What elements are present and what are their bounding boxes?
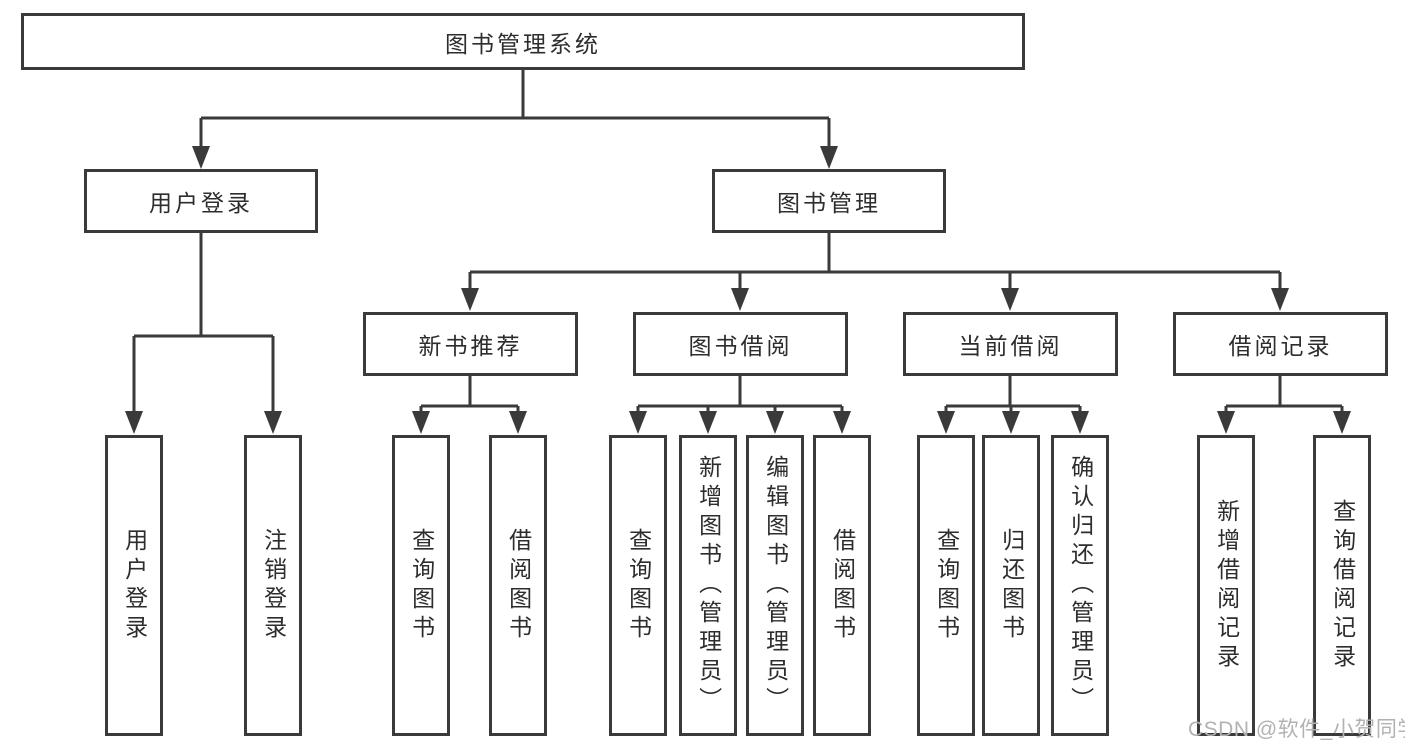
arrowhead: [412, 411, 430, 434]
arrowhead: [699, 411, 717, 434]
node-label: 查询图书: [408, 527, 435, 644]
node-label: 借阅图书: [505, 527, 532, 644]
leaf-logout: 注销登录: [244, 435, 302, 736]
node-user-login: 用户登录: [84, 169, 318, 233]
node-label: 新增借阅记录: [1213, 498, 1240, 673]
arrowhead: [833, 411, 851, 434]
node-current-borrow: 当前借阅: [903, 312, 1118, 376]
leaf-confirm-return-admin: 确认归还（管理员）: [1051, 435, 1109, 736]
arrowhead: [1071, 411, 1089, 434]
arrowhead: [820, 146, 838, 169]
arrowheads: [125, 146, 1351, 434]
arrowhead: [1002, 411, 1020, 434]
node-label: 查询借阅记录: [1329, 498, 1356, 673]
node-label: 借阅图书: [829, 527, 856, 644]
leaf-add-borrow-record: 新增借阅记录: [1197, 435, 1255, 736]
leaf-recommend-query-books: 查询图书: [392, 435, 450, 736]
node-label: 当前借阅: [958, 333, 1063, 359]
node-label: 查询图书: [933, 527, 960, 644]
leaf-edit-books-admin: 编辑图书（管理员）: [746, 435, 804, 736]
node-label: 新增图书（管理员）: [695, 455, 722, 716]
arrowhead: [1271, 288, 1289, 311]
leaf-current-query-books: 查询图书: [917, 435, 975, 736]
arrowhead: [125, 411, 143, 434]
node-label: 编辑图书（管理员）: [762, 455, 789, 716]
leaf-return-books: 归还图书: [982, 435, 1040, 736]
node-label: 用户登录: [121, 527, 148, 644]
arrowhead: [461, 288, 479, 311]
node-label: 图书管理系统: [445, 30, 601, 57]
node-library-system: 图书管理系统: [21, 13, 1025, 70]
node-label: 归还图书: [998, 527, 1025, 644]
arrowhead: [1217, 411, 1235, 434]
arrowhead: [766, 411, 784, 434]
arrowhead: [192, 146, 210, 169]
leaf-query-borrow-record: 查询借阅记录: [1313, 435, 1371, 736]
node-label: 图书管理: [777, 190, 881, 216]
node-book-management: 图书管理: [712, 169, 946, 233]
arrowhead: [1001, 288, 1019, 311]
node-label: 查询图书: [625, 527, 652, 644]
node-label: 图书借阅: [688, 333, 793, 359]
arrowhead: [264, 411, 282, 434]
leaf-add-books-admin: 新增图书（管理员）: [679, 435, 737, 736]
arrowhead: [629, 411, 647, 434]
node-label: 借阅记录: [1228, 333, 1333, 359]
arrowhead: [1333, 411, 1351, 434]
leaf-recommend-borrow-books: 借阅图书: [489, 435, 547, 736]
arrowhead: [509, 411, 527, 434]
arrowhead: [731, 288, 749, 311]
leaf-borrow-query-books: 查询图书: [609, 435, 667, 736]
node-label: 确认归还（管理员）: [1067, 455, 1094, 716]
connector-path: [132, 69, 1344, 413]
node-label: 注销登录: [260, 527, 287, 644]
node-borrow-records: 借阅记录: [1173, 312, 1388, 376]
node-new-book-recommend: 新书推荐: [363, 312, 578, 376]
arrowhead: [937, 411, 955, 434]
leaf-borrow-books: 借阅图书: [813, 435, 871, 736]
leaf-user-login: 用户登录: [105, 435, 163, 736]
node-label: 新书推荐: [418, 333, 523, 359]
node-label: 用户登录: [149, 190, 253, 216]
node-book-borrow: 图书借阅: [633, 312, 848, 376]
